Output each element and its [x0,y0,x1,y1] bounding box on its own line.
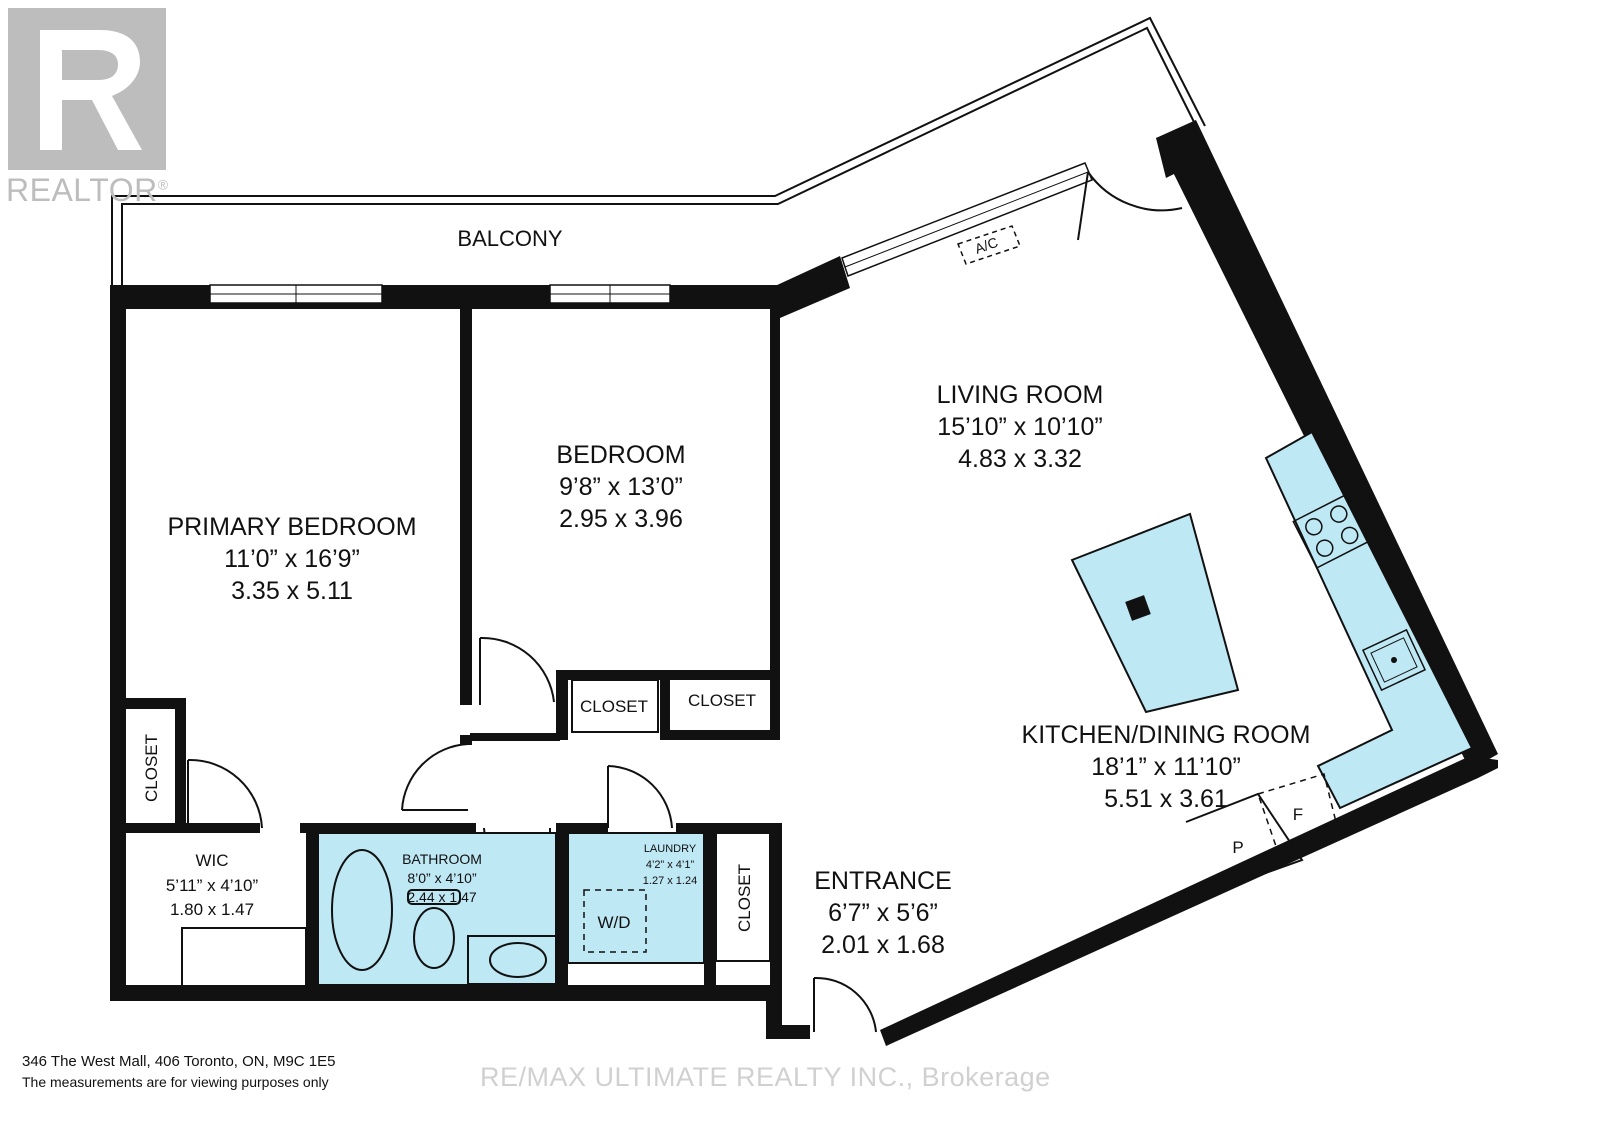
bedroom-closet-2-label: CLOSET [688,691,756,710]
entrance-metric: 2.01 x 1.68 [821,931,945,959]
living-room-imperial: 15’10” x 10’10” [937,413,1102,441]
primary-bedroom-imperial: 11’0” x 16’9” [224,545,360,573]
footer-disclaimer: The measurements are for viewing purpose… [22,1074,329,1090]
blue-fixtures [317,832,705,986]
cooktop-icon [1292,493,1372,569]
primary-closet-label: CLOSET [142,734,161,802]
kitchen-fixtures [1070,430,1474,891]
entrance-imperial: 6’7” x 5’6” [828,899,938,927]
bathroom-imperial: 8’0” x 4’10” [407,870,477,886]
balcony-label: BALCONY [457,226,562,251]
bedroom-closet-1-label: CLOSET [580,697,648,716]
laundry-imperial: 4’2” x 4’1” [646,859,695,871]
entrance-closet-label: CLOSET [735,864,754,932]
living-room-label: LIVING ROOM [937,381,1104,409]
footer-address: 346 The West Mall, 406 Toronto, ON, M9C … [22,1053,336,1070]
ac-unit [957,225,1021,265]
brokerage-watermark: RE/MAX ULTIMATE REALTY INC., Brokerage [480,1062,1051,1092]
wic-label: WIC [195,851,228,870]
pantry-label: P [1232,838,1243,857]
ac-label: A/C [973,234,1000,257]
kitchen-dining-label: KITCHEN/DINING ROOM [1022,721,1311,749]
washer-dryer-label: W/D [597,913,630,932]
bedroom-metric: 2.95 x 3.96 [559,505,683,533]
sink-icon [1361,628,1427,692]
wic-imperial: 5’11” x 4’10” [166,876,259,895]
realtor-logo [8,8,166,170]
balcony-outline [111,16,1206,286]
primary-bedroom-metric: 3.35 x 5.11 [231,577,353,605]
laundry-label: LAUNDRY [644,843,697,855]
bedroom-label: BEDROOM [556,441,685,469]
kitchen-dining-imperial: 18’1” x 11’10” [1091,753,1241,781]
wic-metric: 1.80 x 1.47 [170,900,254,919]
living-room-metric: 4.83 x 3.32 [958,445,1082,473]
windows [209,162,1093,304]
primary-bedroom-label: PRIMARY BEDROOM [167,513,416,541]
bathroom-metric: 2.44 x 1.47 [407,889,476,905]
fridge-label: F [1293,805,1303,824]
kitchen-dining-metric: 5.51 x 3.61 [1104,785,1228,813]
bedroom-imperial: 9’8” x 13’0” [559,473,683,501]
closet-outlines [123,679,771,987]
realtor-wordmark: REALTOR® [6,172,169,208]
laundry-metric: 1.27 x 1.24 [643,875,697,887]
entrance-label: ENTRANCE [814,867,952,895]
bathroom-label: BATHROOM [402,851,482,867]
